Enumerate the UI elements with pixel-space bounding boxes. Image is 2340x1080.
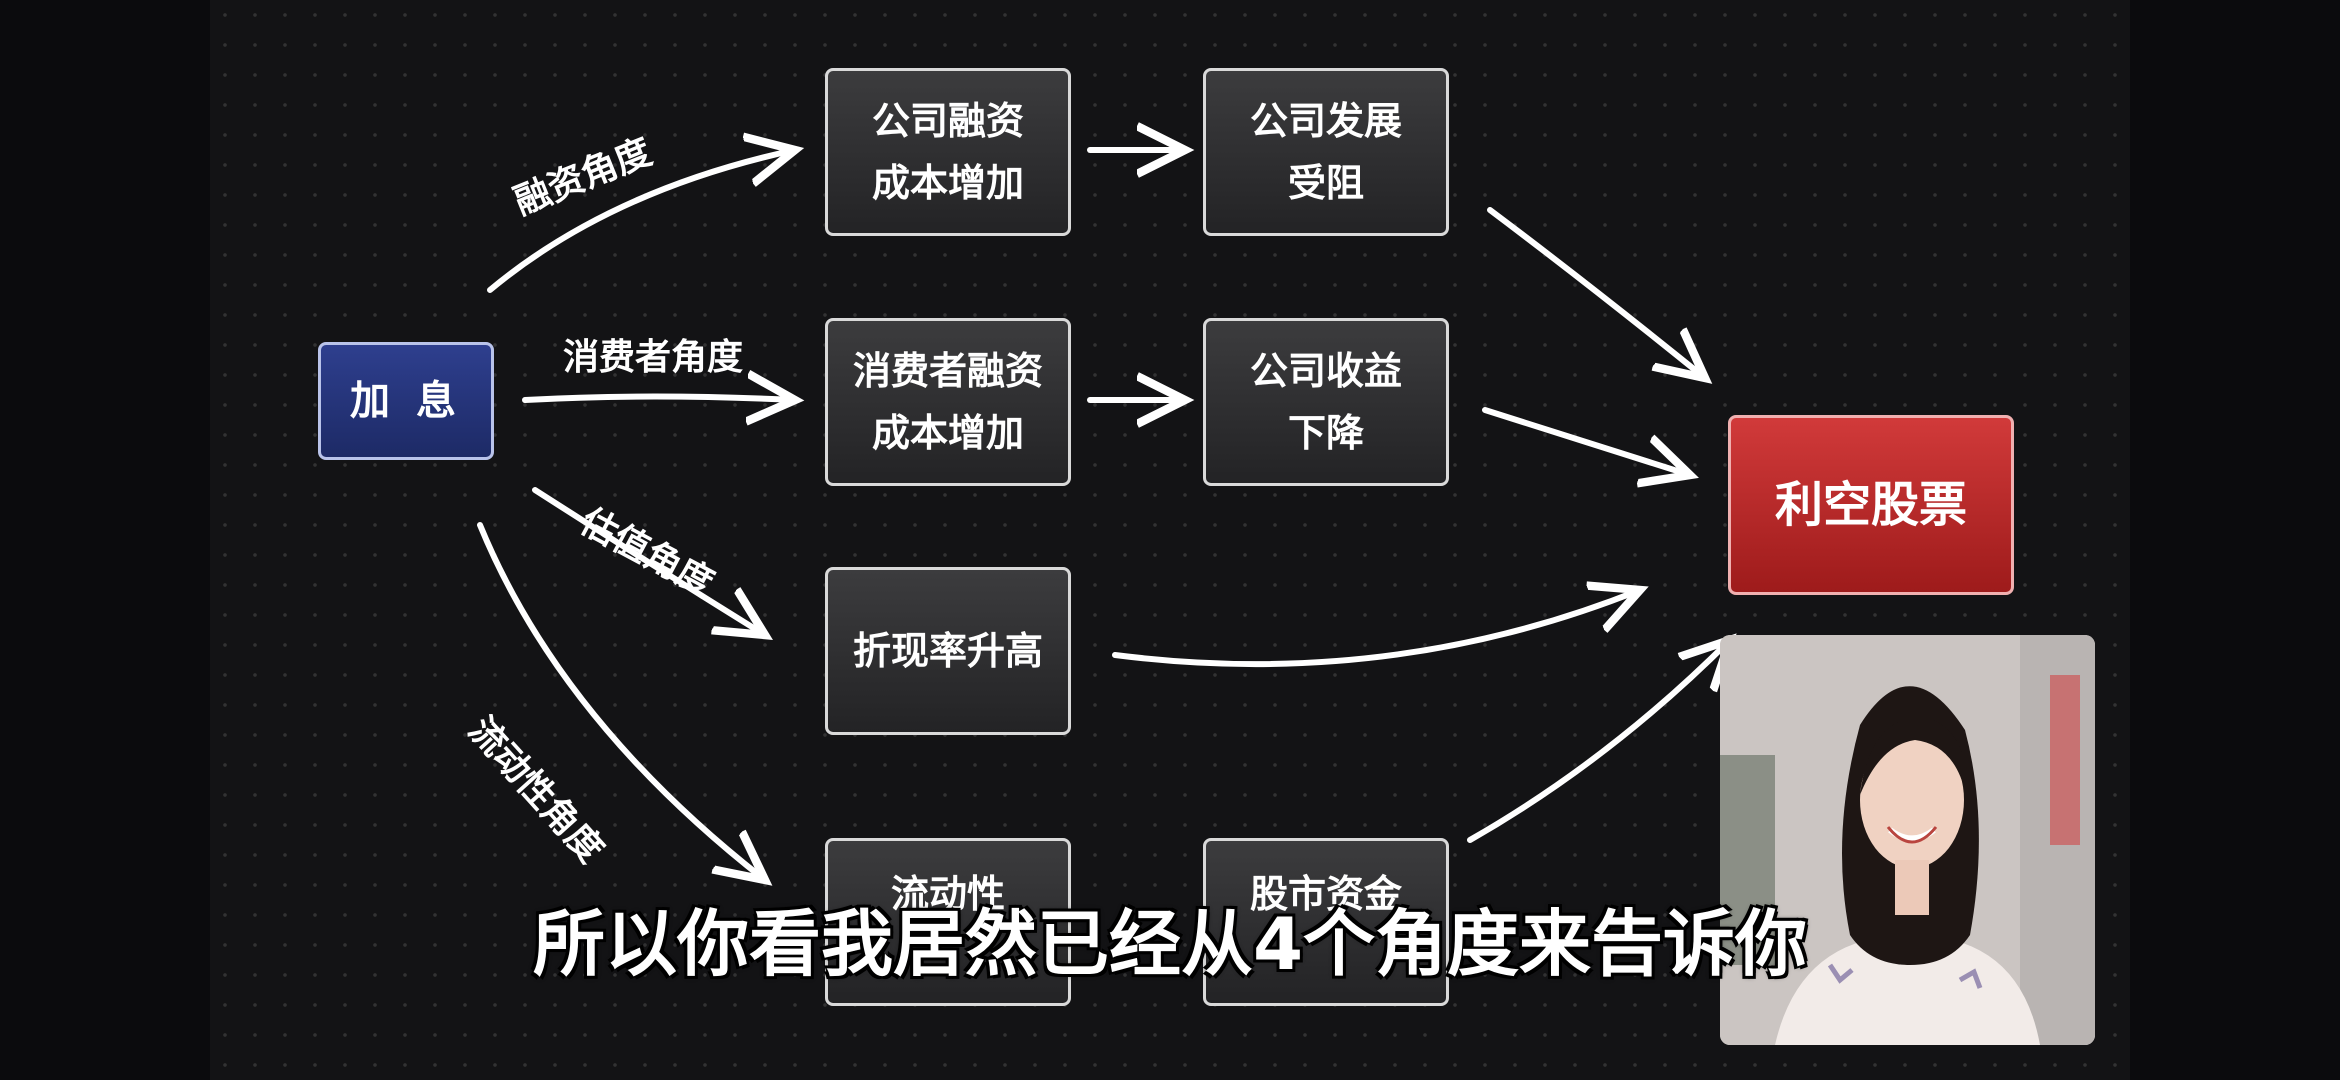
arrow-source-to-discount bbox=[532, 487, 765, 635]
node-corporate-development: 公司发展受阻 bbox=[1203, 68, 1449, 236]
arrow-earnings-to-target bbox=[1482, 407, 1690, 475]
arrow-source-to-consumer bbox=[522, 397, 795, 401]
node-bearish-stocks: 利空股票 bbox=[1728, 415, 2014, 595]
node-discount-rate: 折现率升高 bbox=[825, 567, 1071, 735]
presenter-video-thumbnail bbox=[1720, 635, 2095, 1045]
node-corporate-financing-cost: 公司融资成本增加 bbox=[825, 68, 1071, 236]
arrow-source-to-liquidity bbox=[477, 522, 765, 880]
arrow-discount-to-target bbox=[1112, 590, 1640, 668]
arrow-market-funds-to-target bbox=[1467, 640, 1730, 843]
arrow-source-to-financing bbox=[487, 150, 795, 293]
edge-label-consumer: 消费者角度 bbox=[563, 337, 744, 378]
diagram-canvas: 融资角度 消费者角度 估值角度 流动性角度 加 息 公司融资成本增加 公司发展受… bbox=[210, 0, 2130, 1080]
node-rate-hike: 加 息 bbox=[318, 342, 494, 460]
node-liquidity: 流动性 bbox=[825, 838, 1071, 1006]
node-corporate-earnings: 公司收益下降 bbox=[1203, 318, 1449, 486]
arrow-development-to-target bbox=[1487, 207, 1705, 378]
node-consumer-financing-cost: 消费者融资成本增加 bbox=[825, 318, 1071, 486]
flow-arrows bbox=[477, 0, 2130, 1080]
node-market-funds: 股市资金 bbox=[1203, 838, 1449, 1006]
